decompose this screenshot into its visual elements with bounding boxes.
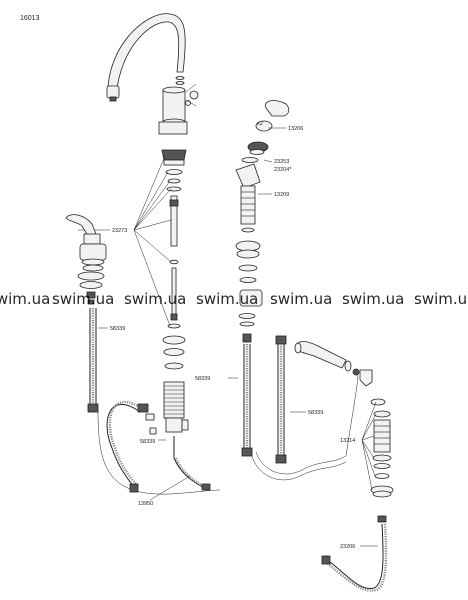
shower-holder-stack — [370, 398, 394, 498]
label-23273: 23273 — [112, 228, 127, 234]
leader-lines-23273 — [78, 155, 172, 327]
watermark-7: swim.ua — [414, 290, 468, 308]
watermark-row: swim.ua swim.ua swim.ua swim.ua swim.ua … — [0, 290, 468, 308]
label-23204: 23204* — [274, 167, 292, 173]
label-13950: 13950 — [138, 501, 153, 507]
hose-right-a — [241, 344, 253, 457]
watermark-5: swim.ua — [270, 290, 332, 308]
hand-shower — [294, 341, 373, 387]
label-23253: 23253 — [274, 159, 289, 165]
label-13209: 13209 — [274, 192, 289, 198]
watermark-3: swim.ua — [124, 290, 186, 308]
label-13214: 13214 — [340, 438, 355, 444]
label-23206: 23206 — [340, 544, 355, 550]
hose-left — [87, 308, 99, 413]
hose-right-b — [251, 335, 347, 481]
spout-assembly — [106, 13, 199, 135]
leader-lines-13214 — [361, 401, 377, 491]
watermark-6: swim.ua — [342, 290, 404, 308]
label-58339-right-a: 58339 — [195, 376, 210, 382]
label-58339-right-b: 58339 — [308, 410, 323, 416]
center-valve-stack — [145, 149, 189, 435]
label-58339-bottom: 58339 — [140, 439, 155, 445]
hose-13950 — [173, 436, 211, 491]
left-handle-valve — [65, 214, 107, 305]
watermark-2: swim.ua — [52, 290, 114, 308]
label-13206: 13206 — [288, 126, 303, 132]
hose-bottom-loop — [97, 400, 221, 495]
diagram-title: 16013 — [20, 15, 40, 22]
watermark-4: swim.ua — [196, 290, 258, 308]
label-58339-left: 58339 — [110, 326, 125, 332]
hose-23206 — [321, 515, 388, 592]
label-x2: x2 — [257, 121, 263, 127]
right-handle-valve — [235, 100, 290, 343]
watermark-1: swim.ua — [0, 290, 50, 308]
